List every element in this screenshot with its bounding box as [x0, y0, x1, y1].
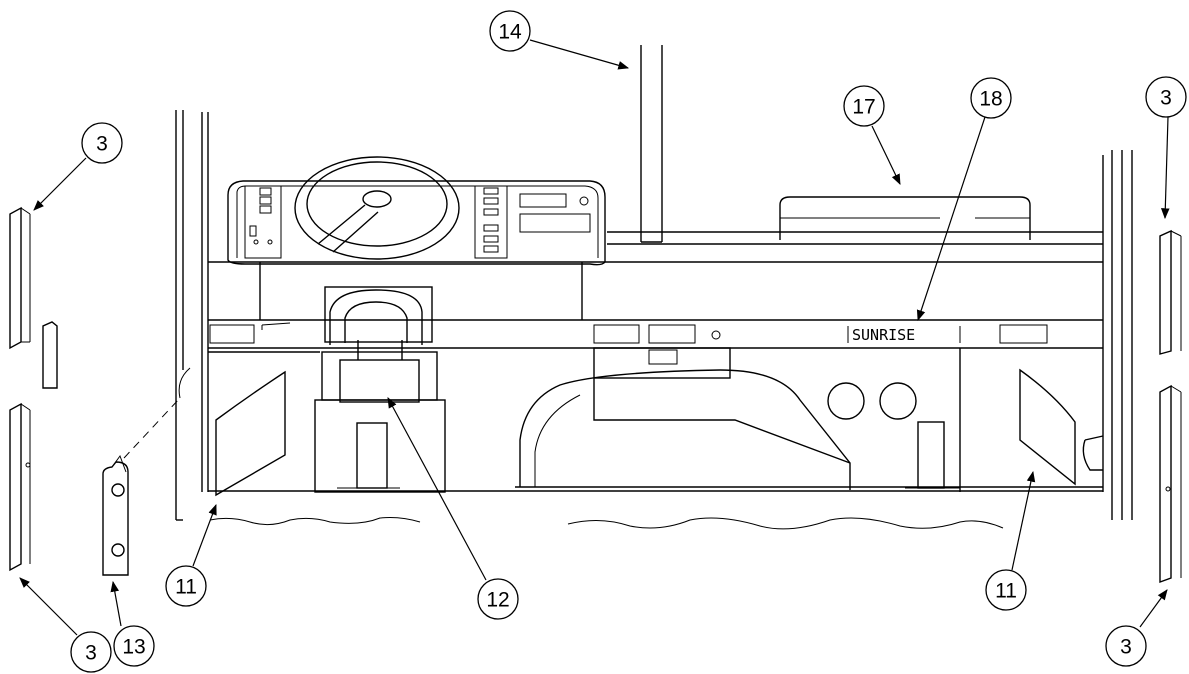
callout-11-right: 11: [985, 569, 1027, 611]
callout-label: 12: [486, 589, 509, 612]
trim-strip-left-lower: [9, 402, 31, 572]
callout-18: 18: [970, 77, 1012, 119]
callout-3-bottom-left: 3: [70, 631, 112, 673]
callout-14: 14: [489, 10, 531, 52]
callout-3-bottom-right: 3: [1105, 625, 1147, 667]
callout-label: 17: [852, 96, 875, 119]
callout-label: 11: [175, 576, 197, 599]
bus-front-interior: SUNRISE: [175, 45, 1133, 530]
callout-label: 18: [979, 88, 1002, 111]
callout-label: 3: [1120, 636, 1132, 659]
destination-sign-text: SUNRISE: [852, 326, 915, 344]
callout-3-top-left: 3: [81, 122, 123, 164]
callout-label: 14: [498, 21, 522, 44]
callout-label: 3: [96, 133, 108, 156]
callout-label: 13: [122, 636, 145, 659]
kick-panel-right: [1019, 368, 1076, 486]
callout-label: 3: [1160, 87, 1172, 110]
callout-11-left: 11: [165, 565, 207, 607]
bracket-13: [102, 367, 191, 576]
kick-panel-left: [215, 370, 286, 497]
callout-label: 3: [85, 642, 97, 665]
trim-cap-left: [42, 321, 58, 389]
trim-strip-right-upper: [1159, 229, 1182, 355]
callout-12: 12: [477, 578, 519, 620]
leader-lines: [19, 39, 1170, 636]
callout-3-top-right: 3: [1145, 76, 1187, 118]
trim-strip-left-upper: [9, 206, 31, 350]
callout-label: 11: [995, 580, 1017, 603]
callout-13: 13: [113, 625, 155, 667]
trim-strip-right-lower: [1159, 384, 1182, 583]
callout-17: 17: [843, 85, 885, 127]
